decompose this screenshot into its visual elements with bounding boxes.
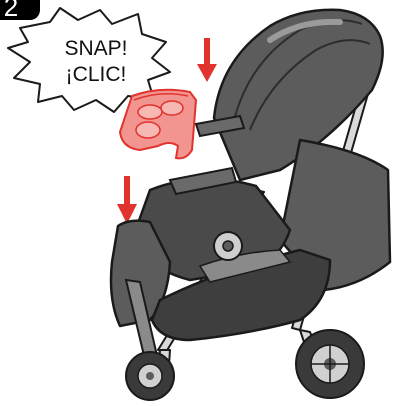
callout-text-spanish: ¡CLIC! (36, 63, 156, 87)
callout-text-english: SNAP! (36, 37, 156, 61)
front-wheel (126, 352, 174, 400)
snack-tray (120, 90, 196, 159)
down-arrow-icon (197, 38, 217, 82)
down-arrow-icon (117, 176, 137, 224)
rear-wheel (296, 330, 364, 398)
